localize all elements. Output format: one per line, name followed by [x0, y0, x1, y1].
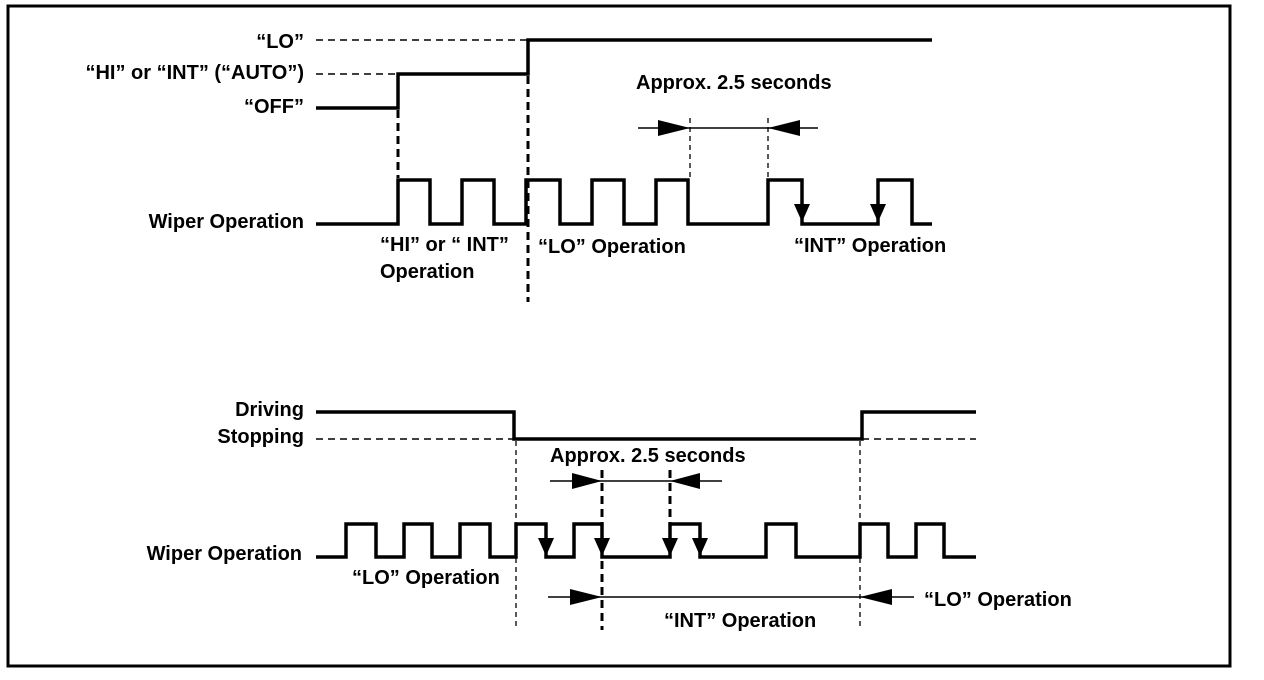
lo-operation-label-bottom-left: “LO” Operation: [352, 567, 500, 589]
approx-label-top: Approx. 2.5 seconds: [636, 72, 832, 94]
int-operation-label-bottom: “INT” Operation: [664, 610, 816, 632]
wiper-operation-signal-bottom: [316, 522, 976, 559]
level-label-off: “OFF”: [244, 96, 304, 118]
delay-arrowhead-left-top: [658, 120, 690, 136]
approx-label-bottom: Approx. 2.5 seconds: [550, 445, 746, 467]
int-stop-arrowhead-1: [794, 204, 810, 222]
lo-operation-label-bottom-right: “LO” Operation: [924, 589, 1072, 611]
bottom-diagram: Driving Stopping Approx. 2.5 seconds Wip…: [147, 399, 1072, 632]
driving-label: Driving: [235, 399, 304, 421]
delay-arrowhead-left-bottom: [572, 473, 602, 489]
hi-int-operation-label-line2: Operation: [380, 261, 474, 283]
lo-operation-label-top: “LO” Operation: [538, 236, 686, 258]
wiper-operation-label-bottom: Wiper Operation: [147, 543, 302, 565]
int-stop-arrowhead-b3: [662, 538, 678, 556]
level-label-lo: “LO”: [256, 31, 304, 53]
int-operation-label-top: “INT” Operation: [794, 235, 946, 257]
hi-int-operation-label-line1: “HI” or “ INT”: [380, 234, 509, 256]
delay-arrowhead-right-bottom: [670, 473, 700, 489]
delay-arrowhead-right-top: [768, 120, 800, 136]
stopping-label: Stopping: [217, 426, 304, 448]
switch-position-signal: [316, 38, 932, 110]
vehicle-state-signal: [316, 410, 976, 441]
int-stop-arrowhead-b4: [692, 538, 708, 556]
int-stop-arrowhead-b2: [594, 538, 610, 556]
level-label-hi-int: “HI” or “INT” (“AUTO”): [85, 62, 304, 84]
int-stop-arrowhead-b1: [538, 538, 554, 556]
int-stop-arrowhead-2: [870, 204, 886, 222]
int-span-arrowhead-right: [860, 589, 892, 605]
int-span-arrowhead-left: [570, 589, 602, 605]
wiper-operation-signal-top: [316, 178, 932, 226]
wiper-operation-label-top: Wiper Operation: [149, 211, 304, 233]
frame-border: [6, 4, 1232, 668]
top-diagram: “LO” “HI” or “INT” (“AUTO”) “OFF” Wiper …: [85, 31, 946, 302]
